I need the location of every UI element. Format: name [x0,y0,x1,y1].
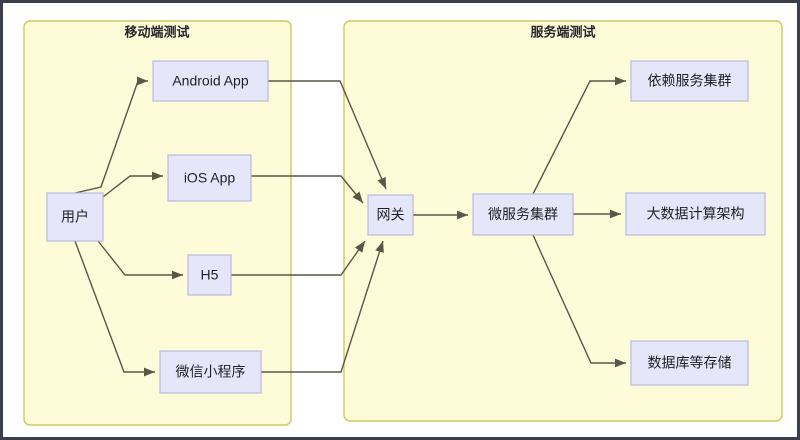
node-box-micro[interactable] [472,193,574,236]
node-label-bigdata: 大数据计算架构 [647,206,745,222]
group-title-mobile-group: 移动端测试 [124,24,189,39]
node-label-miniapp: 微信小程序 [176,364,246,380]
node-box-storage[interactable] [630,340,749,386]
edge-miniapp-to-gw [261,240,384,373]
group-title-server-group: 服务端测试 [530,24,595,39]
node-box-ios[interactable] [167,154,252,202]
node-box-gateway[interactable] [367,194,414,236]
edge-micro-to-store [532,234,626,368]
node-android[interactable]: Android App [152,60,269,102]
node-box-user[interactable] [46,192,104,242]
node-label-gateway: 网关 [377,207,405,223]
node-miniapp[interactable]: 微信小程序 [159,350,262,394]
node-label-dependency: 依赖服务集群 [648,73,732,89]
edge-user-to-miniapp [74,240,155,377]
node-box-bigdata[interactable] [625,192,766,236]
node-micro[interactable]: 微服务集群 [472,193,574,236]
group-mobile-group: 移动端测试 [23,20,292,426]
edge-h5-to-gw [231,240,366,276]
edge-user-to-android [74,76,148,194]
node-label-storage: 数据库等存储 [648,355,732,371]
edge-micro-to-dep [532,76,626,195]
node-h5[interactable]: H5 [187,254,232,296]
node-ios[interactable]: iOS App [167,154,252,202]
group-background-mobile-group [23,20,292,426]
edge-connectors [74,76,626,377]
node-gateway[interactable]: 网关 [367,194,414,236]
node-bigdata[interactable]: 大数据计算架构 [625,192,766,236]
node-box-miniapp[interactable] [159,350,262,394]
edge-android-to-gw [268,80,387,190]
node-box-h5[interactable] [187,254,232,296]
edge-user-to-ios [102,171,163,198]
node-user[interactable]: 用户 [46,192,104,242]
node-label-h5: H5 [201,267,219,283]
node-box-android[interactable] [152,60,269,102]
node-label-micro: 微服务集群 [488,206,558,222]
node-dependency[interactable]: 依赖服务集群 [630,60,749,102]
edge-user-to-h5 [97,240,183,280]
node-label-ios: iOS App [184,170,236,186]
edge-ios-to-gw [251,175,364,204]
node-box-dependency[interactable] [630,60,749,102]
node-label-user: 用户 [61,209,89,225]
node-label-android: Android App [172,73,248,89]
node-storage[interactable]: 数据库等存储 [630,340,749,386]
